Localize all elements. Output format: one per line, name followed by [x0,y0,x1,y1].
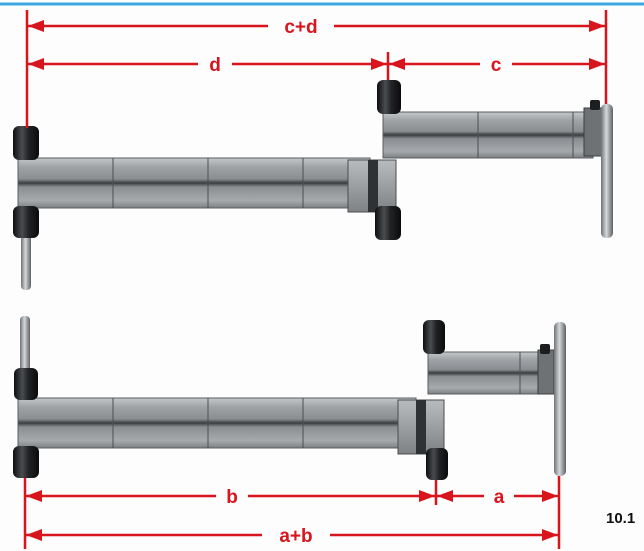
top-right-jaw-block [583,107,603,157]
arrowhead [26,529,42,541]
arrowhead [437,490,453,502]
bottom-right-screw [540,344,550,354]
bottom-middle-post-upper [423,320,445,354]
top-right-rod [601,104,613,238]
bottom-middle-post-lower [426,448,448,480]
arrowhead [589,58,605,70]
top-left-post-upper [13,126,39,160]
top-junction-slot [368,160,378,212]
arrowhead [371,58,387,70]
top-clamp-assembly [13,80,613,290]
arrowhead [542,529,558,541]
bottom-left-post-lower [13,446,39,478]
top-right-screw [590,100,600,110]
bottom-extension-bar [427,351,555,395]
arrowhead [26,490,42,502]
bottom-right-jaw-block [537,349,555,395]
arrowhead [419,490,435,502]
top-extension-bar [382,111,594,159]
dim-label-c-plus-d: c+d [284,17,317,38]
arrowhead [389,58,405,70]
dim-label-a: a [494,487,505,508]
dim-label-c: c [491,55,502,76]
arrowhead [542,490,558,502]
bottom-junction-slot [416,400,426,454]
arrowhead [28,20,44,32]
top-middle-post-upper [377,80,401,114]
top-main-bar [17,157,371,209]
bottom-left-rod [20,316,30,376]
bottom-left-post-upper [14,368,38,400]
arrowhead [589,20,605,32]
top-middle-post-lower [375,206,401,240]
dim-label-d: d [209,55,221,76]
bottom-right-rod [554,322,566,476]
dimension-lines [23,10,608,549]
bottom-main-bar [17,397,417,449]
top-left-rod [21,222,31,290]
arrowhead [28,58,44,70]
top-left-post-lower [13,206,39,238]
dim-label-b: b [226,487,238,508]
figure-number: 10.1 [606,510,635,527]
bottom-clamp-assembly [13,316,566,480]
dim-label-a-plus-b: a+b [279,526,312,547]
